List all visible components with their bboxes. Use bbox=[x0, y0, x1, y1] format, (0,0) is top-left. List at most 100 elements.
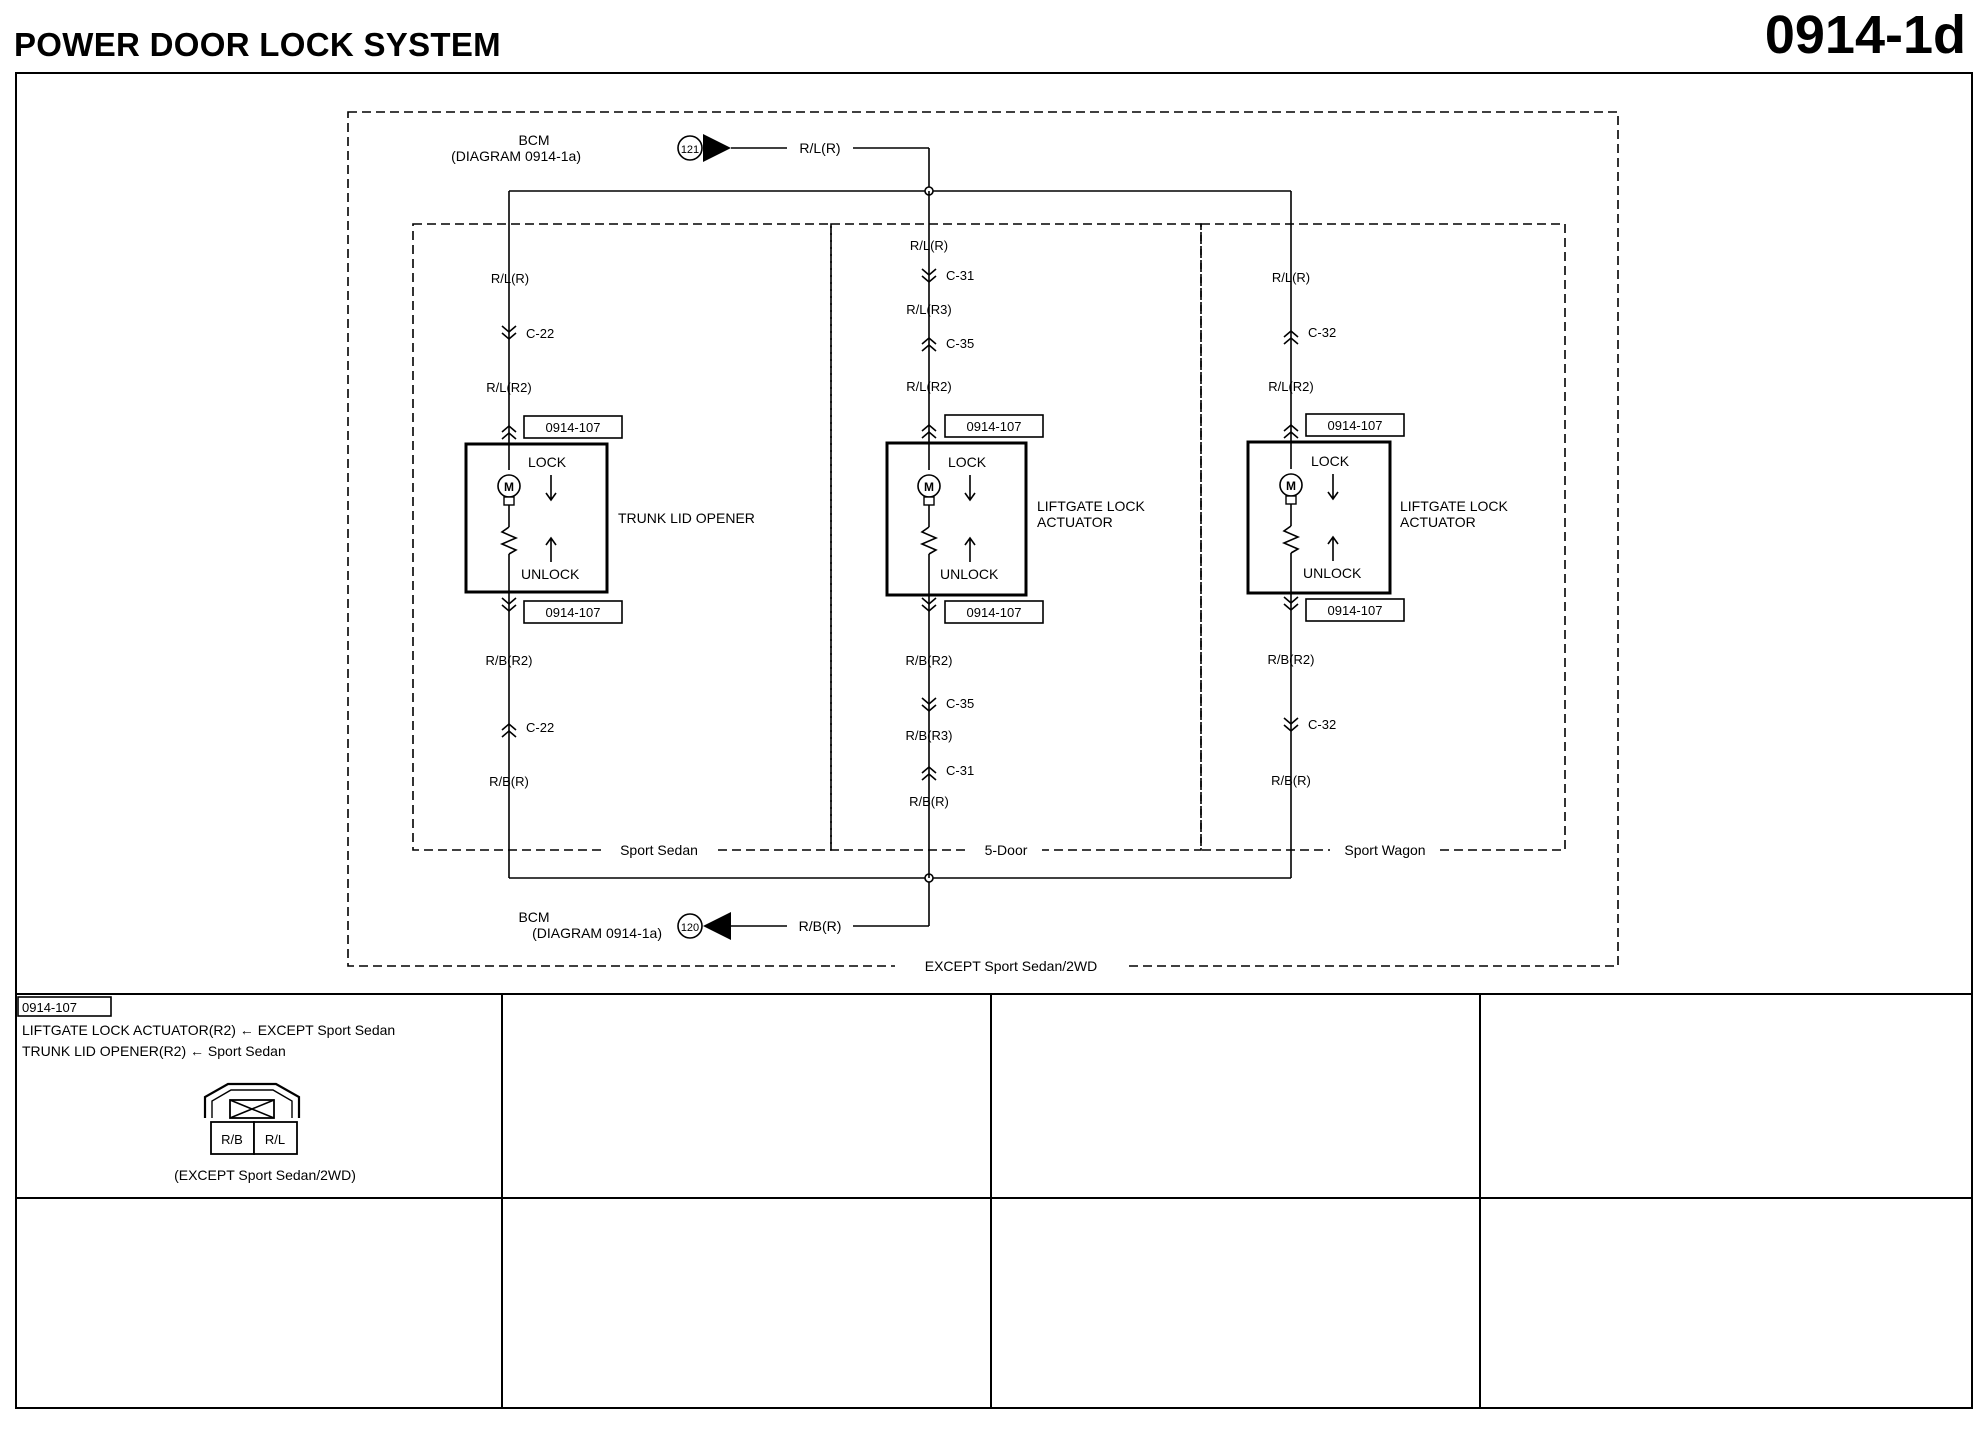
connector-symbol bbox=[921, 268, 937, 284]
region-label: EXCEPT Sport Sedan/2WD bbox=[925, 958, 1097, 974]
connector-symbol bbox=[1283, 596, 1299, 612]
connector-ref: 0914-107 bbox=[967, 605, 1022, 620]
unlock-label: UNLOCK bbox=[1303, 565, 1362, 581]
section-label: Sport Wagon bbox=[1344, 842, 1425, 858]
component-box-liftgate-lock-actuator bbox=[1246, 440, 1392, 595]
connector-detail-id: 0914-107 bbox=[22, 1000, 77, 1015]
wire-label: R/B(R3) bbox=[906, 728, 953, 743]
page-number: 0914-1d bbox=[1764, 5, 1966, 65]
connector-symbol bbox=[921, 336, 937, 352]
connector-label: C-31 bbox=[946, 763, 974, 778]
connector-label: C-31 bbox=[946, 268, 974, 283]
resistor-symbol bbox=[919, 526, 939, 555]
connector-ref-box bbox=[1305, 598, 1405, 622]
connector-ref: 0914-107 bbox=[967, 419, 1022, 434]
connector-symbol bbox=[1283, 423, 1299, 439]
wire-label: R/L(R) bbox=[799, 140, 840, 156]
bcm-terminal-circle bbox=[677, 913, 703, 939]
wire-label: R/B(R) bbox=[489, 774, 529, 789]
wire-label: R/L(R2) bbox=[906, 379, 952, 394]
connector-label: C-35 bbox=[946, 696, 974, 711]
bcm-label: BCM bbox=[518, 909, 549, 925]
wire-label: R/B(R2) bbox=[1268, 652, 1315, 667]
wire-label: R/L(R) bbox=[491, 271, 529, 286]
unlock-label: UNLOCK bbox=[940, 566, 999, 582]
resistor-symbol bbox=[1281, 525, 1301, 554]
wire-label: R/L(R3) bbox=[906, 302, 952, 317]
connector-ref: 0914-107 bbox=[1328, 603, 1383, 618]
motor-label: M bbox=[504, 480, 514, 494]
connector-pin-label: R/B bbox=[221, 1132, 243, 1147]
unlock-arrow-icon bbox=[964, 536, 976, 562]
connector-symbol bbox=[1283, 717, 1299, 733]
connector-ref-box bbox=[944, 600, 1044, 624]
wire-label: R/B(R2) bbox=[906, 653, 953, 668]
wire-label: R/B(R) bbox=[799, 918, 842, 934]
connector-ref: 0914-107 bbox=[1328, 418, 1383, 433]
connector-label: C-22 bbox=[526, 326, 554, 341]
wire-label: R/B(R) bbox=[909, 794, 949, 809]
component-label: ACTUATOR bbox=[1400, 514, 1476, 530]
connector-ref-box bbox=[523, 415, 623, 439]
wire-label: R/B(R2) bbox=[486, 653, 533, 668]
lock-arrow-icon bbox=[545, 475, 557, 502]
bcm-terminal-circle bbox=[677, 135, 703, 161]
connector-symbol bbox=[921, 697, 937, 713]
connector-label: C-32 bbox=[1308, 325, 1336, 340]
connector-pin-label: R/L bbox=[265, 1132, 285, 1147]
motor-label: M bbox=[924, 480, 934, 494]
section-label: 5-Door bbox=[985, 842, 1028, 858]
connector-symbol bbox=[501, 424, 517, 440]
motor-label: M bbox=[1286, 479, 1296, 493]
wire-label: R/L(R) bbox=[1272, 270, 1310, 285]
connector-label: C-32 bbox=[1308, 717, 1336, 732]
component-box-liftgate-lock-actuator bbox=[885, 441, 1028, 597]
lock-label: LOCK bbox=[528, 454, 567, 470]
connector-ref-box bbox=[523, 600, 623, 624]
connector-detail-line: LIFTGATE LOCK ACTUATOR(R2) ← EXCEPT Spor… bbox=[22, 1022, 395, 1038]
page-frame bbox=[15, 72, 1973, 1409]
lock-arrow-icon bbox=[1327, 474, 1339, 501]
connector-label: C-22 bbox=[526, 720, 554, 735]
connector-ref-box bbox=[1305, 413, 1405, 437]
lock-arrow-icon bbox=[964, 475, 976, 502]
connector-symbol bbox=[501, 325, 517, 341]
connector-ref-box bbox=[944, 414, 1044, 438]
section-box-sport-wagon bbox=[1200, 223, 1566, 851]
unlock-arrow-icon bbox=[1327, 535, 1339, 561]
connector-symbol bbox=[1283, 329, 1299, 345]
bcm-diagram-ref: (DIAGRAM 0914-1a) bbox=[451, 148, 581, 164]
connector-detail-line: TRUNK LID OPENER(R2) ← Sport Sedan bbox=[22, 1043, 286, 1059]
connector-face-diagram bbox=[203, 1082, 301, 1155]
connector-label: C-35 bbox=[946, 336, 974, 351]
connector-detail-id-box bbox=[17, 996, 112, 1017]
connector-symbol bbox=[921, 765, 937, 781]
section-label: Sport Sedan bbox=[620, 842, 698, 858]
component-label: LIFTGATE LOCK bbox=[1037, 498, 1146, 514]
unlock-label: UNLOCK bbox=[521, 566, 580, 582]
wire-label: R/L(R2) bbox=[1268, 379, 1314, 394]
bcm-label: BCM bbox=[518, 132, 549, 148]
connector-symbol bbox=[501, 722, 517, 738]
wire-label: R/L(R2) bbox=[486, 380, 532, 395]
lock-label: LOCK bbox=[948, 454, 987, 470]
wire-label: R/L(R) bbox=[910, 238, 948, 253]
connector-detail-caption: (EXCEPT Sport Sedan/2WD) bbox=[174, 1167, 356, 1183]
bcm-output-arrow bbox=[703, 134, 731, 162]
component-label: LIFTGATE LOCK bbox=[1400, 498, 1509, 514]
component-box-trunk-lid-opener bbox=[464, 442, 609, 594]
connector-ref: 0914-107 bbox=[546, 605, 601, 620]
bcm-terminal-number: 121 bbox=[681, 144, 699, 156]
unlock-arrow-icon bbox=[545, 536, 557, 562]
connector-symbol bbox=[921, 423, 937, 439]
page-title: POWER DOOR LOCK SYSTEM bbox=[14, 26, 501, 63]
connector-ref: 0914-107 bbox=[546, 420, 601, 435]
wire-label: R/B(R) bbox=[1271, 773, 1311, 788]
bcm-terminal-number: 120 bbox=[681, 922, 699, 934]
component-label: ACTUATOR bbox=[1037, 514, 1113, 530]
component-label: TRUNK LID OPENER bbox=[618, 510, 755, 526]
connector-symbol bbox=[501, 597, 517, 613]
connector-symbol bbox=[921, 597, 937, 613]
lock-label: LOCK bbox=[1311, 453, 1350, 469]
bcm-input-arrow bbox=[703, 912, 731, 940]
